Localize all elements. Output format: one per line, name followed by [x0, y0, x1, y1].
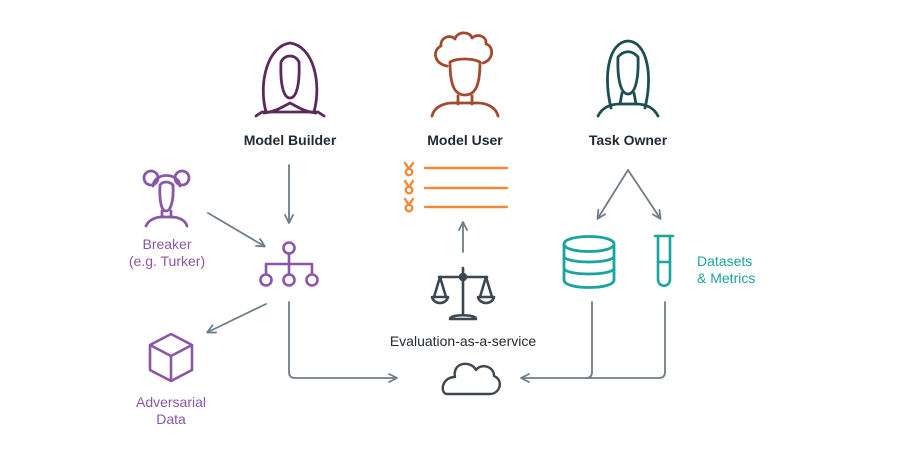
- breaker-label-line2: (e.g. Turker): [128, 253, 206, 269]
- datasets-metrics-label-line1: Datasets: [697, 253, 753, 269]
- breaker-label: Breaker (e.g. Turker): [108, 236, 226, 270]
- arrow-model-to-cloud: [288, 301, 398, 383]
- breaker-label-line1: Breaker: [142, 236, 192, 252]
- evaluation-as-a-service-label: Evaluation-as-a-service: [389, 333, 537, 349]
- arrow-task-owner-to-database: [596, 169, 629, 220]
- hierarchy-network-icon: [259, 241, 319, 287]
- arrow-breaker-to-model: [207, 212, 266, 248]
- adversarial-data-label-line2: Data: [156, 411, 186, 427]
- person-long-hair-icon: [596, 39, 660, 118]
- person-with-hair-buns-icon: [142, 169, 191, 228]
- test-tube-icon: [653, 234, 675, 288]
- cube-icon: [148, 332, 194, 383]
- adversarial-data-label-line1: Adversarial: [135, 394, 207, 410]
- task-owner-label: Task Owner: [588, 132, 668, 148]
- balance-scale-icon: [430, 266, 496, 321]
- model-user-label: Model User: [427, 132, 503, 148]
- arrow-task-owner-to-test-tube: [627, 169, 662, 220]
- model-builder-label: Model Builder: [243, 132, 337, 148]
- line-test-tube-to-cloud: [585, 301, 666, 379]
- person-hijab-icon: [254, 41, 326, 118]
- datasets-metrics-label: Datasets & Metrics: [697, 253, 755, 287]
- cloud-icon: [441, 362, 501, 396]
- person-curly-hair-icon: [430, 31, 500, 118]
- database-icon: [562, 235, 616, 289]
- ranking-list-icon: [403, 161, 509, 213]
- adversarial-data-label: Adversarial Data: [116, 394, 226, 428]
- datasets-metrics-label-line2: & Metrics: [697, 270, 756, 286]
- arrow-model-to-adversarial: [206, 303, 267, 334]
